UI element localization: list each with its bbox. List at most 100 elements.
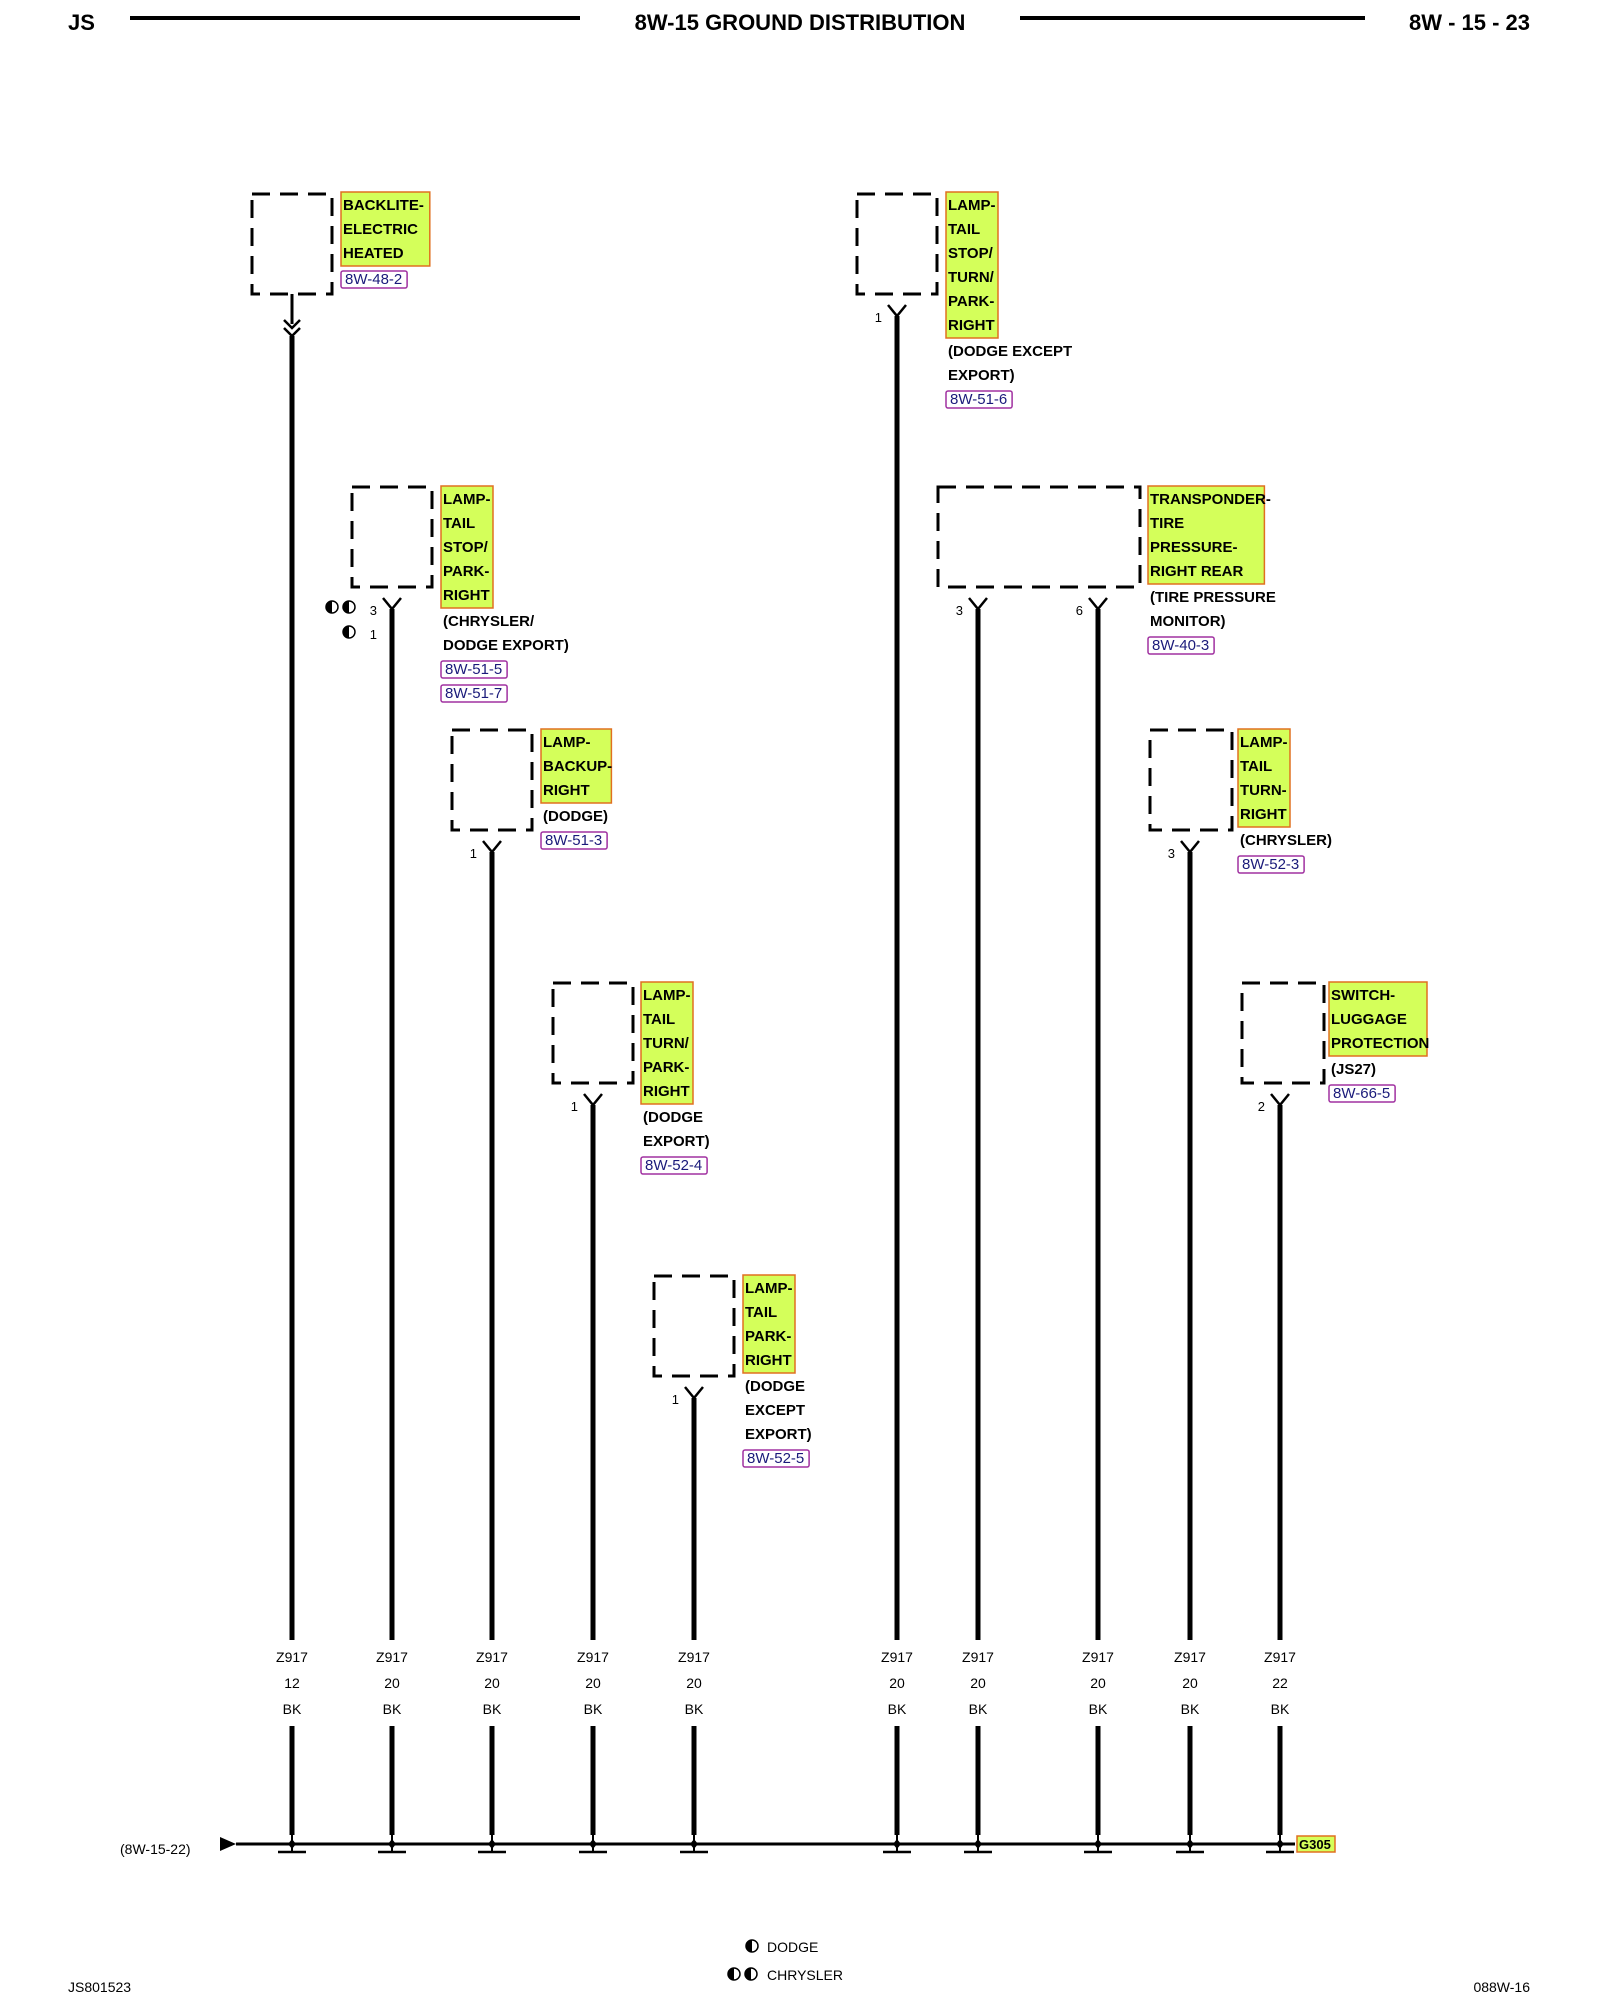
component-name-line: HEATED xyxy=(343,245,404,262)
ground-label: G305 xyxy=(1299,1837,1331,1852)
component-note-line: (DODGE xyxy=(643,1109,703,1126)
pin-number-alt: 1 xyxy=(370,627,377,642)
dodge-symbol-icon xyxy=(745,1939,759,1953)
chrysler-symbol-icon xyxy=(325,600,339,614)
wire-color: BK xyxy=(1271,1701,1290,1717)
component-name-line: PARK- xyxy=(745,1328,791,1345)
ref-box xyxy=(440,660,508,679)
arrow-icon xyxy=(220,1837,236,1851)
ref-box xyxy=(742,1449,810,1468)
component-note-line: (DODGE xyxy=(745,1378,805,1395)
page-reference-link: 8W-51-6 xyxy=(950,391,1007,408)
pin-number: 3 xyxy=(1168,846,1175,861)
component-name-line: TAIL xyxy=(643,1011,675,1028)
component-name-line: TURN- xyxy=(1240,782,1287,799)
component-note-line: MONITOR) xyxy=(1150,613,1226,630)
component-name-line: BACKLITE- xyxy=(343,197,424,214)
connector-box xyxy=(1148,728,1234,832)
component-name-box xyxy=(1147,485,1266,585)
page-header: JS 8W-15 GROUND DISTRIBUTION 8W - 15 - 2… xyxy=(68,10,1530,35)
connector-box xyxy=(551,981,635,1085)
wire-circuit: Z917 xyxy=(1264,1649,1296,1665)
pin-number: 6 xyxy=(1076,603,1083,618)
component-name-line: RIGHT xyxy=(643,1083,690,1100)
wire-gauge: 20 xyxy=(585,1675,601,1691)
wire-color: BK xyxy=(283,1701,302,1717)
component-backlite: BACKLITE- ELECTRIC HEATED 8W-48-2 xyxy=(250,191,431,296)
wire-color: BK xyxy=(685,1701,704,1717)
component-note-line: EXPORT) xyxy=(745,1426,812,1443)
ref-box xyxy=(1147,636,1215,655)
page-reference-link: 8W-48-2 xyxy=(345,271,402,288)
ref-box xyxy=(440,684,508,703)
component-name-line: LUGGAGE xyxy=(1331,1011,1407,1028)
pin-number: 3 xyxy=(956,603,963,618)
dodge-symbol-icon xyxy=(342,625,356,639)
wire-gauge: 22 xyxy=(1272,1675,1288,1691)
component-name-line: LAMP- xyxy=(443,491,491,508)
connector-box xyxy=(936,485,1142,589)
component-name-line: TURN/ xyxy=(948,269,995,286)
wire-color: BK xyxy=(969,1701,988,1717)
page-reference-link: 8W-52-5 xyxy=(747,1450,804,1467)
wire-circuit: Z917 xyxy=(1174,1649,1206,1665)
chrysler-symbol-icon xyxy=(727,1967,758,1981)
component-name-line: ELECTRIC xyxy=(343,221,418,238)
ground-label-box xyxy=(1296,1835,1336,1853)
pin-number: 1 xyxy=(571,1099,578,1114)
pin-number: 1 xyxy=(875,310,882,325)
page-reference-link: 8W-52-4 xyxy=(645,1157,702,1174)
wire-color: BK xyxy=(1181,1701,1200,1717)
connector-box xyxy=(652,1274,736,1378)
component-note-line: EXCEPT xyxy=(745,1402,805,1419)
component-name-line: LAMP- xyxy=(543,734,591,751)
wire-color: BK xyxy=(483,1701,502,1717)
component-lamp-tail-stop-park-right: LAMP-TAILSTOP/PARK-RIGHT(CHRYSLER/DODGE … xyxy=(325,485,569,703)
wire-color: BK xyxy=(383,1701,402,1717)
page-reference-link: 8W-51-7 xyxy=(445,685,502,702)
wire-circuit: Z917 xyxy=(678,1649,710,1665)
ref-box xyxy=(340,270,408,289)
component-name-line: TIRE xyxy=(1150,515,1184,532)
pin-number: 1 xyxy=(672,1392,679,1407)
component-name-line: PARK- xyxy=(643,1059,689,1076)
ref-box xyxy=(1237,855,1305,874)
wire-circuit: Z917 xyxy=(1082,1649,1114,1665)
component-name-line: TAIL xyxy=(443,515,475,532)
component-name-line: PARK- xyxy=(948,293,994,310)
legend: DODGE CHRYSLER xyxy=(727,1939,843,1983)
component-name-line: TAIL xyxy=(1240,758,1272,775)
component-name-line: RIGHT xyxy=(543,782,590,799)
component-name-line: PRESSURE- xyxy=(1150,539,1238,556)
component-note-line: EXPORT) xyxy=(643,1133,710,1150)
component-name-line: RIGHT REAR xyxy=(1150,563,1244,580)
connector-box xyxy=(855,192,939,296)
wire-color: BK xyxy=(888,1701,907,1717)
component-name-box xyxy=(340,191,431,267)
component-name-line: SWITCH- xyxy=(1331,987,1395,1004)
component-name-box xyxy=(640,981,694,1105)
component-name-box xyxy=(1237,728,1291,828)
component-note-line: (TIRE PRESSURE xyxy=(1150,589,1276,606)
ref-box xyxy=(540,831,608,850)
pin-number: 1 xyxy=(470,846,477,861)
component-name-line: RIGHT xyxy=(443,587,490,604)
component-note-line: EXPORT) xyxy=(948,367,1015,384)
component-name-box xyxy=(945,191,999,339)
wire-circuit: Z917 xyxy=(577,1649,609,1665)
component-note-line: (DODGE) xyxy=(543,808,608,825)
header-right: 8W - 15 - 23 xyxy=(1409,10,1530,35)
ref-box xyxy=(945,390,1013,409)
footer-left: JS801523 xyxy=(68,1979,131,1995)
wire-circuit: Z917 xyxy=(376,1649,408,1665)
ground-bus: (8W-15-22) G305 xyxy=(120,1835,1336,1857)
